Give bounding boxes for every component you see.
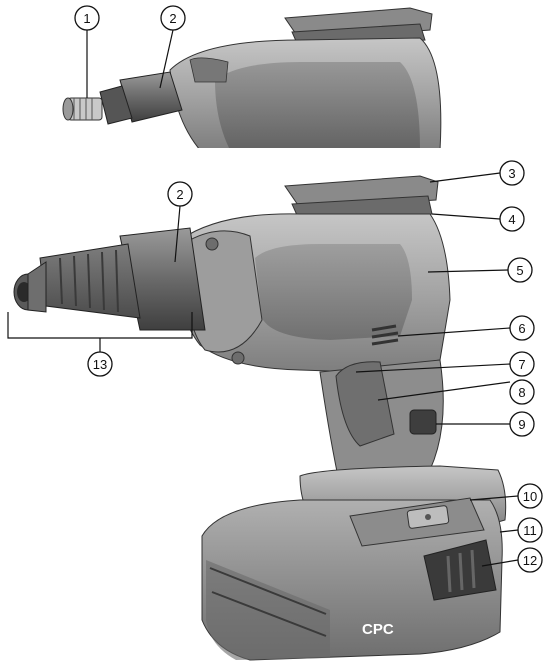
callout-5: 5 bbox=[507, 257, 533, 283]
callout-10: 10 bbox=[517, 483, 543, 509]
top-view-tool bbox=[62, 7, 442, 148]
svg-text:12: 12 bbox=[523, 553, 537, 568]
svg-text:2: 2 bbox=[176, 187, 183, 202]
callout-9: 9 bbox=[509, 411, 535, 437]
svg-text:5: 5 bbox=[516, 263, 523, 278]
callout-1: 1 bbox=[74, 5, 100, 31]
svg-text:3: 3 bbox=[508, 166, 515, 181]
svg-text:8: 8 bbox=[518, 385, 525, 400]
svg-text:2: 2 bbox=[169, 11, 176, 26]
callout-4: 4 bbox=[499, 206, 525, 232]
callout-12: 12 bbox=[517, 547, 543, 573]
callout-3: 3 bbox=[499, 160, 525, 186]
callout-2-top: 2 bbox=[160, 5, 186, 31]
svg-text:10: 10 bbox=[523, 489, 537, 504]
brand-label: CPC bbox=[362, 621, 394, 638]
callout-13: 13 bbox=[87, 351, 113, 377]
svg-text:1: 1 bbox=[83, 11, 90, 26]
leader-lines bbox=[7, 29, 519, 567]
callout-7: 7 bbox=[509, 351, 535, 377]
main-view-tool: CPC bbox=[13, 175, 507, 661]
callout-2-main: 2 bbox=[167, 181, 193, 207]
callout-8: 8 bbox=[509, 379, 535, 405]
svg-text:6: 6 bbox=[518, 321, 525, 336]
svg-text:7: 7 bbox=[518, 357, 525, 372]
bit-holder-spring bbox=[62, 97, 103, 121]
ventilation-slots bbox=[371, 324, 399, 346]
svg-text:13: 13 bbox=[93, 357, 107, 372]
callout-6: 6 bbox=[509, 315, 535, 341]
callout-11: 11 bbox=[517, 517, 543, 543]
svg-text:11: 11 bbox=[523, 523, 537, 538]
svg-text:4: 4 bbox=[508, 212, 515, 227]
svg-text:9: 9 bbox=[518, 417, 525, 432]
